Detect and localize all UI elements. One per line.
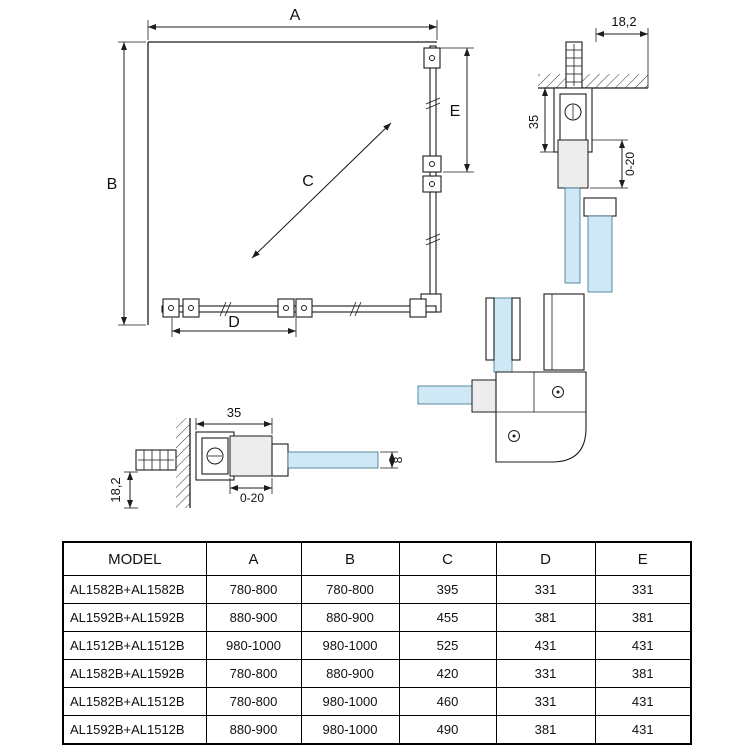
dim-label-e: E <box>450 103 461 120</box>
value-b: 880-900 <box>300 603 400 632</box>
dim-label-profile-depth-bottom: 35 <box>227 405 241 420</box>
fixed-glass-panel <box>564 187 581 284</box>
dimension-glass-thickness: 8 <box>380 451 405 469</box>
value-b: 980-1000 <box>300 687 400 716</box>
dimension-wall-offset-top: 18,2 <box>595 14 649 88</box>
dim-label-d: D <box>228 314 240 331</box>
model-cell: AL1582B+AL1592B <box>62 659 207 688</box>
value-e: 431 <box>594 631 692 660</box>
model-cell: AL1582B+AL1582B <box>62 575 207 604</box>
model-cell: AL1512B+AL1512B <box>62 631 207 660</box>
model-cell: AL1592B+AL1592B <box>62 603 207 632</box>
value-c: 460 <box>398 687 497 716</box>
value-b: 980-1000 <box>300 631 400 660</box>
wall-profile-body <box>553 87 593 189</box>
wall-hatching-bottom <box>176 418 190 508</box>
value-d: 331 <box>495 575 596 604</box>
dim-label-profile-depth-top: 35 <box>526 115 541 129</box>
dimension-profile-depth-bottom: 35 <box>195 405 273 434</box>
value-e: 431 <box>594 715 692 745</box>
value-d: 381 <box>495 603 596 632</box>
value-a: 780-800 <box>205 575 302 604</box>
corner-right-profile <box>543 293 585 371</box>
value-e: 381 <box>594 603 692 632</box>
dim-label-b: B <box>107 176 118 193</box>
dimension-d: D <box>171 314 297 337</box>
dim-label-adjustment-bottom: 0-20 <box>240 491 264 505</box>
table-row: AL1582B+AL1592B 780-800 880-900 420 331 … <box>62 659 692 688</box>
value-a: 880-900 <box>205 603 302 632</box>
value-c: 395 <box>398 575 497 604</box>
col-header-c: C <box>398 541 497 576</box>
plan-view: A B E C <box>107 7 474 337</box>
value-d: 431 <box>495 631 596 660</box>
door-glass-panel <box>587 215 613 293</box>
table-row: AL1592B+AL1512B 880-900 980-1000 490 381… <box>62 715 692 745</box>
model-cell: AL1592B+AL1512B <box>62 715 207 745</box>
wall-profile-body-bottom <box>195 431 289 481</box>
col-header-a: A <box>205 541 302 576</box>
value-b: 980-1000 <box>300 715 400 745</box>
table-row: AL1592B+AL1592B 880-900 880-900 455 381 … <box>62 603 692 632</box>
table-row: AL1582B+AL1582B 780-800 780-800 395 331 … <box>62 575 692 604</box>
table-header-row: MODEL A B C D E <box>62 541 692 576</box>
value-a: 780-800 <box>205 659 302 688</box>
corner-glass-clamp <box>471 379 497 413</box>
dim-label-glass-thickness: 8 <box>391 456 405 463</box>
dimension-adjustment-top: 0-20 <box>590 139 637 189</box>
door-top-profile <box>583 197 617 217</box>
dimension-b: B <box>107 41 146 326</box>
value-d: 331 <box>495 687 596 716</box>
dim-label-a: A <box>290 7 301 24</box>
dimension-c: C <box>251 122 392 259</box>
bottom-door-assembly <box>161 298 437 318</box>
dim-label-c: C <box>302 173 314 190</box>
col-header-model: MODEL <box>62 541 207 576</box>
dimension-e: E <box>440 47 474 173</box>
value-b: 780-800 <box>300 575 400 604</box>
table-row: AL1512B+AL1512B 980-1000 980-1000 525 43… <box>62 631 692 660</box>
value-a: 780-800 <box>205 687 302 716</box>
model-cell: AL1582B+AL1512B <box>62 687 207 716</box>
dimension-a: A <box>147 7 438 40</box>
wall-anchor <box>565 41 583 89</box>
dimension-wall-offset-bottom: 18,2 <box>108 471 138 509</box>
value-d: 381 <box>495 715 596 745</box>
value-d: 331 <box>495 659 596 688</box>
value-e: 431 <box>594 687 692 716</box>
glass-panel-bottom <box>287 451 379 469</box>
wall-profile-detail-bottom: 35 0-20 18,2 8 <box>108 405 405 509</box>
technical-drawing: A B E C <box>107 7 649 509</box>
wall-profile-detail-top: 18,2 35 0-20 <box>526 14 649 293</box>
dimension-adjustment-bottom: 0-20 <box>229 478 273 505</box>
value-a: 880-900 <box>205 715 302 745</box>
dimensions-table: MODEL A B C D E AL1582B+AL1582B 780-800 … <box>62 541 692 745</box>
dimensions-table-wrap: MODEL A B C D E AL1582B+AL1582B 780-800 … <box>62 541 692 745</box>
value-e: 331 <box>594 575 692 604</box>
wall-anchor-bottom <box>135 449 177 471</box>
col-header-e: E <box>594 541 692 576</box>
corner-body <box>495 371 587 463</box>
value-c: 420 <box>398 659 497 688</box>
dim-label-wall-offset-top: 18,2 <box>611 14 636 29</box>
table-row: AL1582B+AL1512B 780-800 980-1000 460 331… <box>62 687 692 716</box>
value-b: 880-900 <box>300 659 400 688</box>
dimension-profile-depth-top: 35 <box>526 87 554 153</box>
dim-label-wall-offset-bottom: 18,2 <box>108 477 123 502</box>
value-c: 490 <box>398 715 497 745</box>
value-a: 980-1000 <box>205 631 302 660</box>
value-c: 525 <box>398 631 497 660</box>
col-header-d: D <box>495 541 596 576</box>
corner-vertical-glass <box>493 297 513 373</box>
corner-connector-detail <box>417 293 587 463</box>
right-door-assembly <box>420 45 442 313</box>
col-header-b: B <box>300 541 400 576</box>
value-c: 455 <box>398 603 497 632</box>
value-e: 381 <box>594 659 692 688</box>
wall-hatching <box>538 74 648 88</box>
dim-label-adjustment-top: 0-20 <box>623 152 637 176</box>
